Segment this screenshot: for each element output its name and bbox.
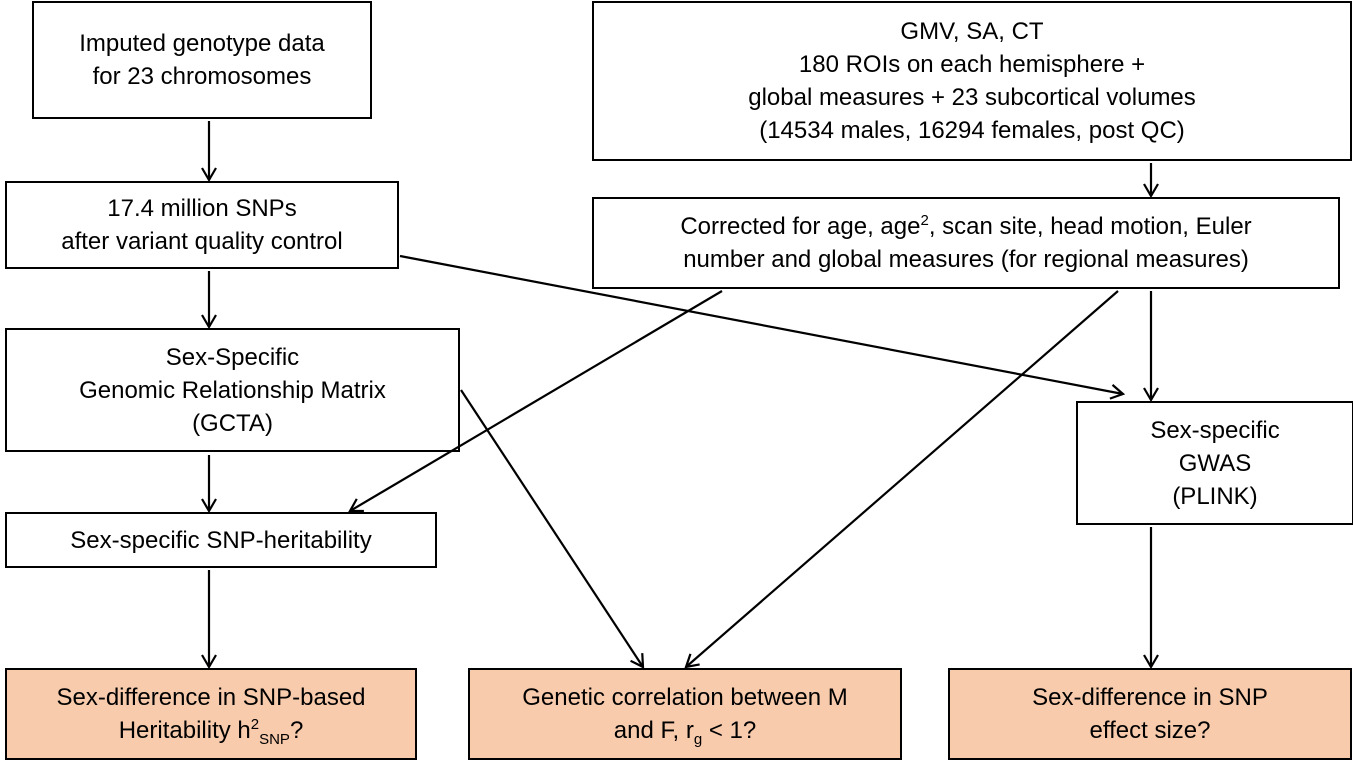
result-effect-line-2: effect size? — [1089, 717, 1211, 744]
result-effect-box: Sex-difference in SNP effect size? — [948, 668, 1352, 760]
phenotype-line-1: GMV, SA, CT — [900, 18, 1044, 45]
snps-line-2: after variant quality control — [61, 228, 343, 255]
result-heritability-line-1: Sex-difference in SNP-based — [56, 684, 366, 711]
phenotype-line-2: 180 ROIs on each hemisphere + — [798, 51, 1146, 78]
result-effect-line-1: Sex-difference in SNP — [1032, 684, 1268, 711]
arrow-corrected-to-correlation — [684, 290, 1119, 669]
result-correlation-line-1: Genetic correlation between M — [522, 684, 848, 711]
phenotype-line-3: global measures + 23 subcortical volumes — [748, 84, 1196, 111]
result-heritability-line-2: Heritability h2SNP? — [118, 716, 304, 748]
genotype-line-2: for 23 chromosomes — [92, 63, 312, 90]
grm-line-2: Genomic Relationship Matrix — [79, 376, 386, 404]
phenotype-line-4: (14534 males, 16294 females, post QC) — [759, 117, 1185, 144]
gwas-box: Sex-specific GWAS (PLINK) — [1076, 401, 1353, 525]
genotype-box: Imputed genotype data for 23 chromosomes — [32, 1, 372, 119]
grm-line-1: Sex-Specific — [165, 343, 300, 371]
heritability-line-1: Sex-specific SNP-heritability — [70, 526, 372, 554]
arrow-grm-to-correlation — [460, 389, 645, 669]
snps-box: 17.4 million SNPs after variant quality … — [5, 181, 399, 269]
genotype-line-1: Imputed genotype data — [79, 30, 325, 57]
gwas-line-2: GWAS — [1178, 449, 1252, 477]
gwas-line-3: (PLINK) — [1172, 482, 1258, 510]
grm-line-3: (GCTA) — [192, 409, 273, 437]
corrected-line-2: number and global measures (for regional… — [683, 246, 1249, 273]
corrected-line-1: Corrected for age, age2, scan site, head… — [680, 212, 1252, 240]
phenotype-box: GMV, SA, CT 180 ROIs on each hemisphere … — [592, 1, 1352, 161]
result-heritability-box: Sex-difference in SNP-based Heritability… — [5, 668, 417, 760]
gwas-line-1: Sex-specific — [1150, 416, 1280, 444]
result-correlation-box: Genetic correlation between M and F, rg … — [468, 668, 902, 760]
corrected-box: Corrected for age, age2, scan site, head… — [592, 197, 1340, 289]
snps-line-1: 17.4 million SNPs — [107, 195, 297, 222]
heritability-box: Sex-specific SNP-heritability — [5, 512, 437, 568]
result-correlation-line-2: and F, rg < 1? — [613, 717, 757, 748]
grm-box: Sex-Specific Genomic Relationship Matrix… — [5, 328, 460, 452]
